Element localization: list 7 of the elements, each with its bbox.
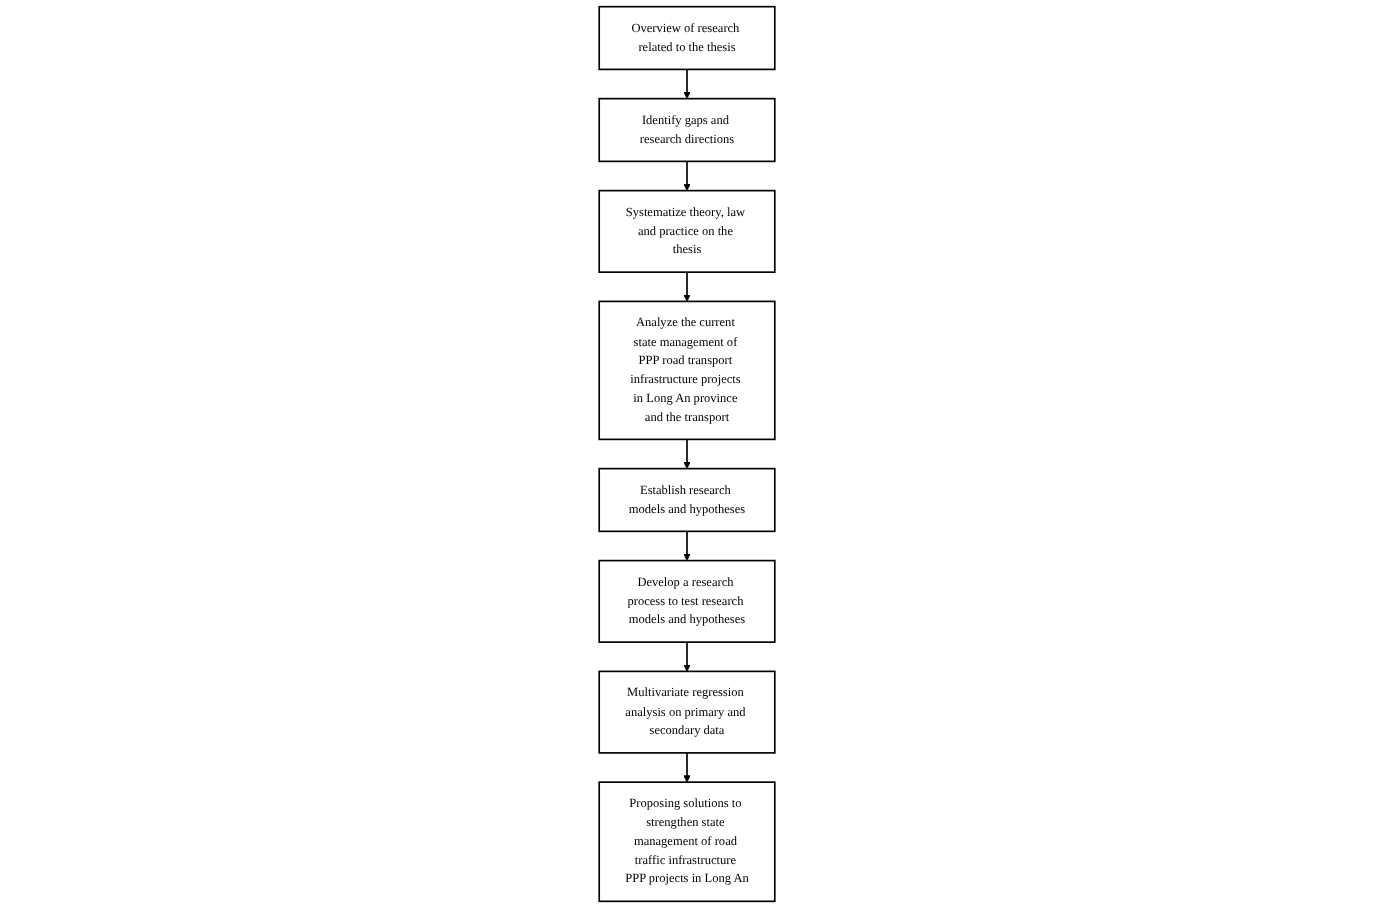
arrow	[683, 68, 691, 99]
arrow	[683, 438, 691, 469]
arrow	[683, 271, 691, 302]
arrow	[683, 530, 691, 561]
arrow	[683, 641, 691, 672]
arrow	[683, 160, 691, 191]
arrow	[683, 752, 691, 783]
